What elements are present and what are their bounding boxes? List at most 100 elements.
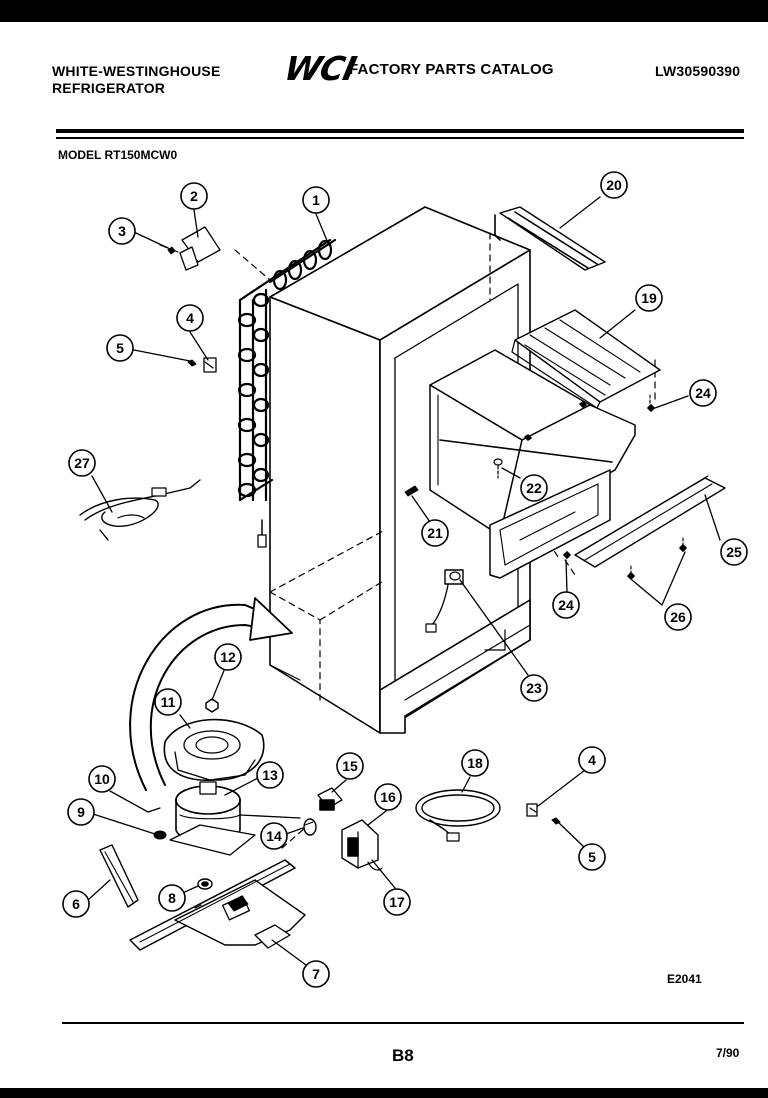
svg-text:21: 21 [427, 525, 443, 541]
grommet-8 [197, 878, 213, 890]
footer-rule [62, 1022, 744, 1024]
callout-9: 9 [67, 798, 95, 826]
svg-text:8: 8 [168, 890, 176, 906]
callout-17: 17 [383, 888, 411, 916]
svg-text:3: 3 [118, 223, 126, 239]
svg-text:10: 10 [94, 771, 110, 787]
callout-14: 14 [260, 822, 288, 850]
callout-21: 21 [421, 519, 449, 547]
svg-text:17: 17 [389, 894, 405, 910]
exploded-parts-diagram: 1 2 3 4 5 6 7 8 9 10 11 12 13 14 15 16 1… [62, 171, 748, 988]
screws-24-26 [563, 394, 687, 580]
svg-text:4: 4 [588, 752, 596, 768]
callout-22: 22 [520, 474, 548, 502]
svg-text:5: 5 [116, 340, 124, 356]
svg-text:7: 7 [312, 966, 320, 982]
wiring-harness [79, 479, 201, 541]
callout-5: 5 [106, 334, 134, 362]
nut-12 [205, 698, 219, 713]
svg-text:1: 1 [312, 192, 320, 208]
svg-text:19: 19 [641, 290, 657, 306]
svg-text:13: 13 [262, 767, 278, 783]
clip-part-right [526, 803, 561, 825]
header-rule-thin [56, 137, 744, 139]
svg-text:5: 5 [588, 849, 596, 865]
svg-text:27: 27 [74, 455, 90, 471]
callout-3: 3 [108, 217, 136, 245]
callout-26: 26 [664, 603, 692, 631]
callout-5-right: 5 [578, 843, 606, 871]
callout-7: 7 [302, 960, 330, 988]
callout-labels: 1 2 3 4 5 6 7 8 9 10 11 12 13 14 15 16 1… [62, 171, 748, 988]
svg-text:12: 12 [220, 649, 236, 665]
condenser-coil [237, 238, 337, 548]
callout-10: 10 [88, 765, 116, 793]
svg-text:15: 15 [342, 758, 358, 774]
svg-text:23: 23 [526, 680, 542, 696]
drip-tray-frame [489, 469, 611, 579]
grommet-9 [153, 830, 167, 840]
catalog-title: FACTORY PARTS CATALOG [349, 61, 554, 78]
side-rail [574, 475, 726, 568]
svg-text:6: 6 [72, 896, 80, 912]
callout-11: 11 [154, 688, 182, 716]
svg-text:16: 16 [380, 789, 396, 805]
callout-25: 25 [720, 538, 748, 566]
top-border [0, 0, 768, 22]
callout-8: 8 [158, 884, 186, 912]
curved-arrow [129, 597, 293, 791]
power-cord-18 [415, 789, 501, 842]
freezer-box [429, 349, 636, 551]
wci-logo: WCI [280, 49, 360, 88]
svg-text:9: 9 [77, 804, 85, 820]
svg-text:2: 2 [190, 188, 198, 204]
callout-12: 12 [214, 643, 242, 671]
callout-18: 18 [461, 749, 489, 777]
svg-text:24: 24 [695, 385, 711, 401]
header-rule-thick [56, 129, 744, 133]
compressor [169, 781, 301, 856]
support-bar-6 [99, 844, 139, 908]
callout-4: 4 [176, 304, 204, 332]
screw-22 [493, 458, 503, 479]
svg-text:25: 25 [726, 544, 742, 560]
top-channel [494, 206, 606, 271]
base-plate [129, 859, 306, 951]
page-number: B8 [392, 1046, 414, 1065]
clip-10 [147, 807, 161, 813]
drain-pan [163, 718, 265, 782]
callout-19: 19 [635, 284, 663, 312]
diagram-code: E2041 [667, 972, 702, 986]
callout-24: 24 [689, 379, 717, 407]
svg-text:11: 11 [161, 694, 176, 710]
svg-text:26: 26 [670, 609, 686, 625]
overload-15 [317, 787, 343, 811]
bracket-part [159, 226, 221, 271]
thermostat [425, 569, 464, 633]
callout-4-right: 4 [578, 746, 606, 774]
callout-24-lower: 24 [552, 591, 580, 619]
capacitor-16 [341, 819, 383, 871]
callout-27: 27 [68, 449, 96, 477]
callout-2: 2 [180, 182, 208, 210]
svg-text:22: 22 [526, 480, 542, 496]
bottom-border [0, 1088, 768, 1098]
product-type: REFRIGERATOR [52, 80, 166, 96]
svg-text:14: 14 [266, 828, 282, 844]
callout-15: 15 [336, 752, 364, 780]
callout-1: 1 [302, 186, 330, 214]
catalog-number: LW30590390 [655, 63, 741, 79]
relay-14 [303, 818, 317, 836]
svg-text:24: 24 [558, 597, 574, 613]
clip-part [187, 357, 217, 373]
leader-lines [87, 196, 721, 966]
svg-text:18: 18 [467, 755, 483, 771]
page-date: 7/90 [716, 1046, 740, 1060]
brand-name: WHITE-WESTINGHOUSE [52, 63, 221, 79]
svg-text:4: 4 [186, 310, 194, 326]
screw-21 [404, 485, 419, 497]
model-number: MODEL RT150MCW0 [58, 148, 178, 162]
callout-13: 13 [256, 761, 284, 789]
callout-23: 23 [520, 674, 548, 702]
callout-6: 6 [62, 890, 90, 918]
